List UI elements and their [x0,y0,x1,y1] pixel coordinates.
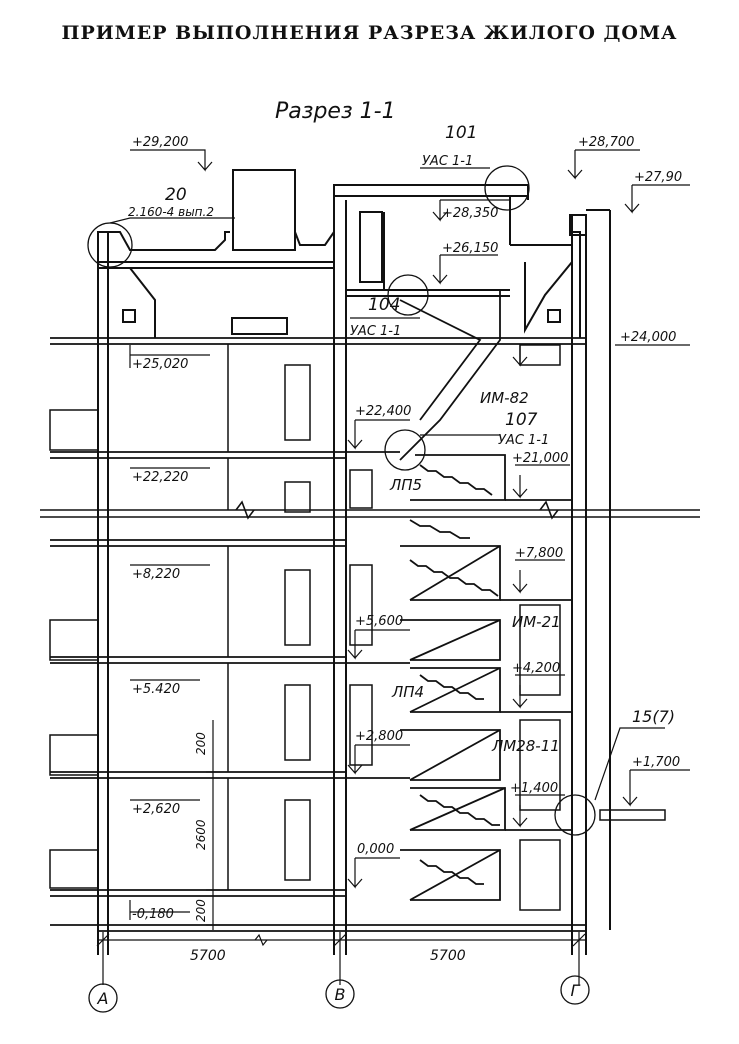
elev-2800: +2,800 [355,729,403,744]
elev-1700: +1,700 [632,755,680,770]
stair-flights [346,289,572,901]
callout-circles [87,165,596,836]
elev-29200: +29,200 [132,135,188,150]
mark-im21: ИМ-21 [512,613,561,631]
mark-lp4: ЛП4 [391,683,424,701]
mark-lp5: ЛП5 [389,476,422,494]
callout-107-sub: УАС 1-1 [498,433,549,448]
elevation-marks [129,149,690,920]
callout-15: 15(7) [632,707,675,726]
break-band [40,500,700,520]
elev-21000: +21,000 [512,451,568,466]
callout-leaders [109,167,665,801]
axis-label-a: А [97,989,109,1008]
elev-4200: +4,200 [512,661,560,676]
axis-label-g: Г [571,981,581,1000]
elevation-labels: +29,200 +28,700 +27,90 +28,350 +26,150 +… [132,135,682,922]
dim-span-1: 5700 [190,948,226,964]
dim-2600: 2600 [194,819,208,850]
elev-0000: 0,000 [357,842,394,857]
elev-28350: +28,350 [442,206,498,221]
dim-200-bottom: 200 [194,899,208,922]
axis-bubble-b [325,979,355,1009]
callout-labels: 20 2.160-4 вып.2 101 УАС 1-1 104 УАС 1-1… [128,123,675,726]
openings [49,344,666,911]
elev-22220: +22,220 [132,470,188,485]
callout-104: 104 [368,295,400,315]
axis-bubbles: А В Г [88,975,590,1013]
element-marks: ИМ-82 ЛП5 ИМ-21 ЛП4 ЛМ28-11 [389,389,561,755]
dim-span-2: 5700 [430,948,466,964]
callout-20-sub: 2.160-4 вып.2 [128,205,214,219]
elev-7800: +7,800 [515,546,563,561]
vertical-dimension [206,720,220,930]
axis-label-b: В [335,985,346,1004]
elev-5600: +5,600 [355,614,403,629]
floor-slabs [50,337,586,932]
elev-27900: +27,90 [634,170,682,185]
callout-20: 20 [165,185,187,205]
callout-101-sub: УАС 1-1 [422,154,473,169]
elev-26150: +26,150 [442,241,498,256]
page-title: ПРИМЕР ВЫПОЛНЕНИЯ РАЗРЕЗА ЖИЛОГО ДОМА [61,22,678,44]
elev-m0180: -0,180 [132,907,174,922]
elev-5420: +5.420 [132,682,180,697]
elev-28700: +28,700 [578,135,634,150]
horizontal-dimension [96,932,586,985]
elev-22400: +22,400 [355,404,411,419]
axis-bubble-a [88,983,118,1013]
axis-bubble-g [560,975,590,1005]
elev-24000: +24,000 [620,330,676,345]
section-label: Разрез 1-1 [275,99,396,124]
roof [97,169,610,338]
callout-107: 107 [505,410,538,430]
elev-8220: +8,220 [132,567,180,582]
callout-104-sub: УАС 1-1 [350,324,401,339]
elev-2620: +2,620 [132,802,180,817]
elev-25020: +25,020 [132,357,188,372]
dim-200-top: 200 [194,732,208,755]
elev-1400: +1,400 [510,781,558,796]
callout-101: 101 [445,123,477,143]
mark-im82: ИМ-82 [480,389,529,407]
mark-lm2811: ЛМ28-11 [491,737,560,755]
